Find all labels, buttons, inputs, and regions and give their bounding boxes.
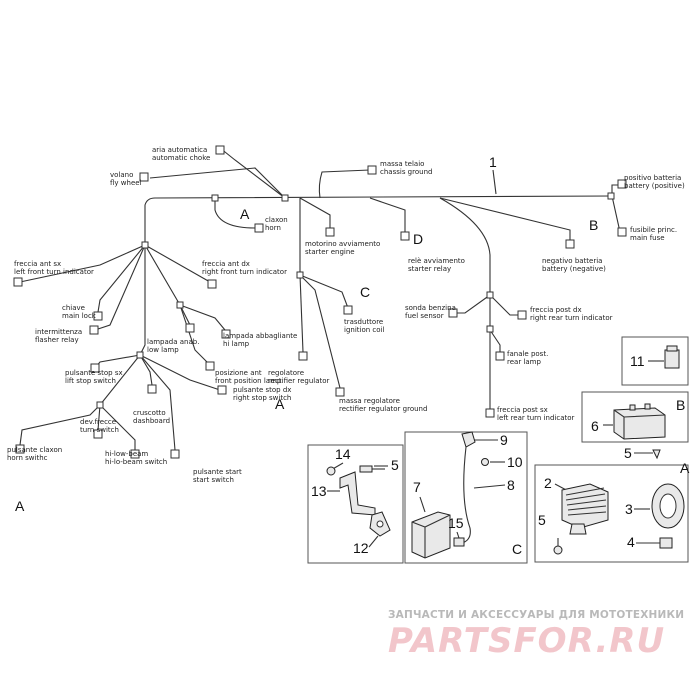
relay-part [664, 349, 680, 369]
ref-c: C [360, 284, 370, 300]
callout-10: 10 [507, 454, 523, 470]
connectors [13, 145, 627, 459]
callout-4: 4 [627, 534, 635, 550]
callout-5c: 5 [624, 445, 632, 461]
callout-3: 3 [625, 501, 633, 517]
label-fanale-post: fanale post.rear lamp [507, 350, 548, 366]
ref-1: 1 [489, 154, 497, 170]
callout-15: 15 [448, 515, 464, 531]
callout-13: 13 [311, 483, 327, 499]
bracket-part [339, 471, 376, 516]
callout-5b: 5 [538, 512, 546, 528]
watermark-logo: PARTSFOR.RU [388, 621, 665, 661]
callout-box-c: C [512, 541, 522, 557]
callout-12: 12 [353, 540, 369, 556]
callout-box-b: B [676, 397, 685, 413]
callout-9: 9 [500, 432, 508, 448]
label-fusibile: fusibile princ.main fuse [630, 226, 677, 242]
callout-7: 7 [413, 479, 421, 495]
cap-part [461, 431, 476, 448]
callout-box-a: A [680, 460, 690, 476]
part-box-coil-bracket: 14 5 13 12 [307, 444, 404, 564]
callout-6: 6 [591, 418, 599, 434]
battery-part [613, 407, 666, 440]
ref-d: D [413, 231, 423, 247]
callout-11: 11 [630, 353, 645, 369]
watermark-caption: ЗАПЧАСТИ И АКСЕССУАРЫ ДЛЯ МОТОТЕХНИКИ [388, 609, 684, 621]
hv-cable [461, 446, 471, 544]
part-box-a: A 2 5 5 3 4 [534, 445, 690, 563]
wiring-harness [19, 147, 621, 451]
part-box-c: 9 10 8 7 15 C [404, 431, 528, 564]
callout-5a: 5 [391, 457, 399, 473]
watermark: ЗАПЧАСТИ И АКСЕССУАРЫ ДЛЯ МОТОТЕХНИКИ PA… [388, 609, 684, 661]
part-box-relay-11: 11 [621, 336, 689, 386]
ref-a-top: A [240, 206, 250, 222]
part-box-battery-b: B 6 [581, 391, 689, 443]
callout-14: 14 [335, 446, 351, 462]
ref-a-bottom: A [15, 498, 25, 514]
label-lampada-anab: lampada anab.low lamp [147, 338, 199, 354]
callout-2: 2 [544, 475, 552, 491]
ref-b-top: B [589, 217, 598, 233]
ref-a-mid: A [275, 396, 285, 412]
callout-8: 8 [507, 477, 515, 493]
cdi-part [411, 511, 451, 559]
